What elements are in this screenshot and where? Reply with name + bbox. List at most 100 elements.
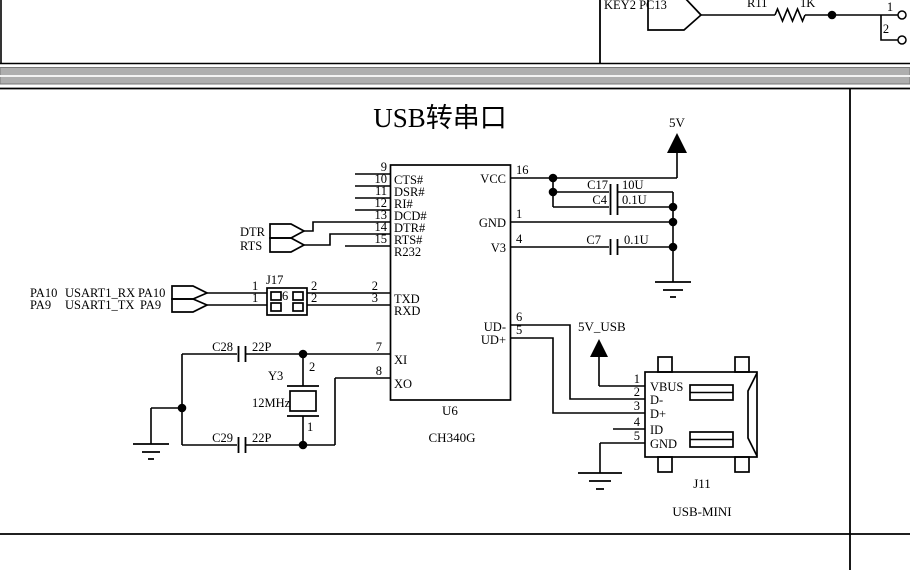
capacitors-c17-c4 bbox=[609, 184, 619, 215]
net-label-dtr: DTR bbox=[240, 225, 266, 239]
crystal-pin2: 2 bbox=[309, 360, 315, 374]
pin-name-r232: R232 bbox=[394, 245, 421, 259]
pin-number-1: 1 bbox=[887, 0, 893, 14]
net-label-pa9-l: PA9 bbox=[30, 298, 51, 312]
pin-name-rts: RTS# bbox=[394, 233, 423, 247]
pin-name-xi: XI bbox=[394, 353, 407, 367]
pin-num-15: 15 bbox=[375, 232, 388, 246]
j17-pin1-bot: 1 bbox=[252, 291, 258, 305]
net-label-5v-usb: 5V_USB bbox=[578, 319, 626, 334]
power-section: 5V C17 10U C4 0.1U C7 0.1U bbox=[510, 115, 691, 298]
c17-value: 10U bbox=[622, 178, 644, 192]
pin-num-13: 13 bbox=[375, 208, 388, 222]
port-dtr-rts: DTR RTS bbox=[240, 223, 306, 253]
usb-bevel bbox=[747, 372, 758, 457]
connector-pin-circle-1 bbox=[897, 10, 907, 20]
pin-num-12: 12 bbox=[375, 196, 388, 210]
net-label-pa10-r: PA10 bbox=[138, 286, 165, 300]
ground-symbol-crystal bbox=[133, 443, 169, 460]
pin-num-5: 5 bbox=[516, 323, 522, 337]
ic-refdes: U6 bbox=[442, 403, 458, 418]
pin-name-dsr: DSR# bbox=[394, 185, 425, 199]
net-label-pa9-r: PA9 bbox=[140, 298, 161, 312]
c29-value: 22P bbox=[252, 431, 272, 445]
net-label-usart1-tx: USART1_TX bbox=[65, 298, 134, 312]
pin-name-v3: V3 bbox=[491, 241, 506, 255]
crystal-plates bbox=[287, 385, 319, 417]
c4-value: 0.1U bbox=[622, 193, 647, 207]
c28-refdes: C28 bbox=[212, 340, 233, 354]
ground-symbol-usb bbox=[578, 472, 622, 490]
j17-pin1-top: 1 bbox=[252, 279, 258, 293]
pin-num-1: 1 bbox=[516, 207, 522, 221]
usb-pin-num-2: 2 bbox=[634, 385, 640, 399]
usb-pin-name-id: ID bbox=[650, 423, 663, 437]
c28-value: 22P bbox=[252, 340, 272, 354]
pin-name-udp: UD+ bbox=[481, 333, 506, 347]
pin-num-14: 14 bbox=[375, 220, 388, 234]
net-label-pa10-l: PA10 bbox=[30, 286, 57, 300]
usb-pin-name-dm: D- bbox=[650, 393, 663, 407]
connector-pin-circle-2 bbox=[897, 35, 907, 45]
j17-pin2-top: 2 bbox=[311, 279, 317, 293]
port-arrow-dtr bbox=[269, 223, 306, 239]
usb-pin-num-5: 5 bbox=[634, 429, 640, 443]
pin-name-dcd: DCD# bbox=[394, 209, 427, 223]
net-label-rts: RTS bbox=[240, 239, 262, 253]
usb-body bbox=[644, 371, 758, 458]
j17-inner-label: 6 bbox=[282, 289, 288, 303]
ic-body bbox=[389, 164, 512, 401]
port-arrow-tx bbox=[171, 298, 210, 313]
pin-num-11: 11 bbox=[375, 184, 387, 198]
pin-name-txd: TXD bbox=[394, 292, 420, 306]
capacitor-c29 bbox=[237, 437, 247, 453]
usb-pin-num-3: 3 bbox=[634, 399, 640, 413]
top-partial-circuit: KEY2 PC13 R11 1K 1 2 bbox=[604, 0, 907, 45]
jumper-j17: J17 6 1 1 2 2 bbox=[252, 273, 317, 316]
pin-num-7: 7 bbox=[376, 340, 382, 354]
pin-num-9: 9 bbox=[381, 160, 387, 174]
c4-refdes: C4 bbox=[592, 193, 607, 207]
c29-refdes: C29 bbox=[212, 431, 233, 445]
usb-connector-j11: 1 2 3 4 5 VBUS D- D+ ID GND J11 USB-MINI bbox=[634, 356, 758, 519]
crystal-frequency: 12MHz bbox=[252, 396, 291, 410]
power-flag-5v-usb bbox=[590, 339, 608, 357]
pin-name-dtr: DTR# bbox=[394, 221, 426, 235]
pin-name-udm: UD- bbox=[484, 320, 506, 334]
j17-body bbox=[266, 287, 308, 316]
c7-value: 0.1U bbox=[624, 233, 649, 247]
pin-num-4: 4 bbox=[516, 232, 523, 246]
j17-pin2-bot: 2 bbox=[311, 291, 317, 305]
crystal-body bbox=[289, 390, 317, 412]
net-label-key2-pc13: KEY2 PC13 bbox=[604, 0, 667, 12]
usb-pin-name-gnd: GND bbox=[650, 437, 677, 451]
pin-name-rxd: RXD bbox=[394, 304, 420, 318]
pin-name-xo: XO bbox=[394, 377, 412, 391]
ground-symbol-power bbox=[655, 281, 691, 298]
usb-part-name: USB-MINI bbox=[672, 504, 731, 519]
c17-refdes: C17 bbox=[587, 178, 608, 192]
pin-name-cts: CTS# bbox=[394, 173, 424, 187]
pin-name-ri: RI# bbox=[394, 197, 414, 211]
pin-num-8: 8 bbox=[376, 364, 382, 378]
ic-u6-ch340g: U6 CH340G 9 10 11 12 13 14 15 2 3 7 8 CT… bbox=[304, 160, 529, 445]
pin-name-gnd: GND bbox=[479, 216, 506, 230]
ic-part-number: CH340G bbox=[429, 430, 476, 445]
net-label-usart1-rx: USART1_RX bbox=[65, 286, 135, 300]
usb-pin-name-vbus: VBUS bbox=[650, 380, 683, 394]
pin-name-vcc: VCC bbox=[480, 172, 506, 186]
capacitor-c7 bbox=[609, 239, 619, 255]
c7-refdes: C7 bbox=[586, 233, 601, 247]
pin-num-6: 6 bbox=[516, 310, 522, 324]
j17-refdes: J17 bbox=[266, 273, 283, 287]
capacitor-c28 bbox=[237, 346, 247, 362]
pin-num-16: 16 bbox=[516, 163, 529, 177]
resistor-r11 bbox=[774, 6, 806, 24]
port-arrow-rts bbox=[269, 237, 306, 253]
sheet-title: USB转串口 bbox=[373, 103, 507, 133]
resistor-ref-label: R11 bbox=[747, 0, 767, 10]
net-label-5v: 5V bbox=[669, 115, 686, 130]
pin-num-2: 2 bbox=[372, 279, 378, 293]
